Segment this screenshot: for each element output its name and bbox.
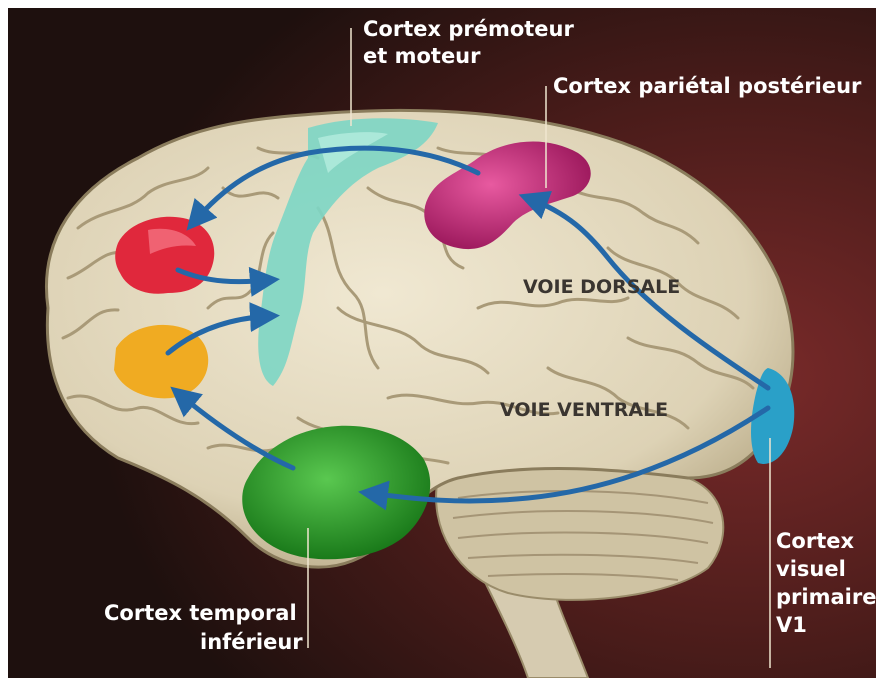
label-parietal: Cortex pariétal postérieur <box>553 74 862 98</box>
label-premotor-line2: et moteur <box>363 44 481 68</box>
red-to-premotor-arrow <box>175 266 280 297</box>
leader-lines <box>307 28 771 668</box>
label-visual-line4: V1 <box>776 613 807 637</box>
label-ventral-pathway: VOIE VENTRALE <box>500 399 668 421</box>
primary-visual-cortex <box>751 368 795 464</box>
label-premotor-line1: Cortex prémoteur <box>363 17 575 41</box>
label-temporal-line2: inférieur <box>200 630 303 654</box>
brain-diagram: Cortex prémoteur et moteur Cortex pariét… <box>8 8 876 678</box>
brain-illustration: Cortex prémoteur et moteur Cortex pariét… <box>8 8 876 678</box>
dorsal-pathway-arrow <box>518 190 771 391</box>
pathway-arrows <box>165 145 771 511</box>
temporal-to-orange-arrow <box>170 386 296 471</box>
label-visual-line1: Cortex <box>776 529 854 553</box>
label-visual-line3: primaire <box>776 585 876 609</box>
label-dorsal-pathway: VOIE DORSALE <box>523 276 680 298</box>
ventral-pathway-arrow <box>358 405 771 511</box>
orange-to-premotor-arrow <box>165 302 280 356</box>
label-temporal-line1: Cortex temporal <box>104 601 297 625</box>
inferior-temporal-cortex <box>242 425 431 560</box>
parietal-to-frontal-arrow <box>186 145 481 231</box>
label-visual-line2: visuel <box>776 557 846 581</box>
premotor-motor-cortex <box>258 118 438 386</box>
